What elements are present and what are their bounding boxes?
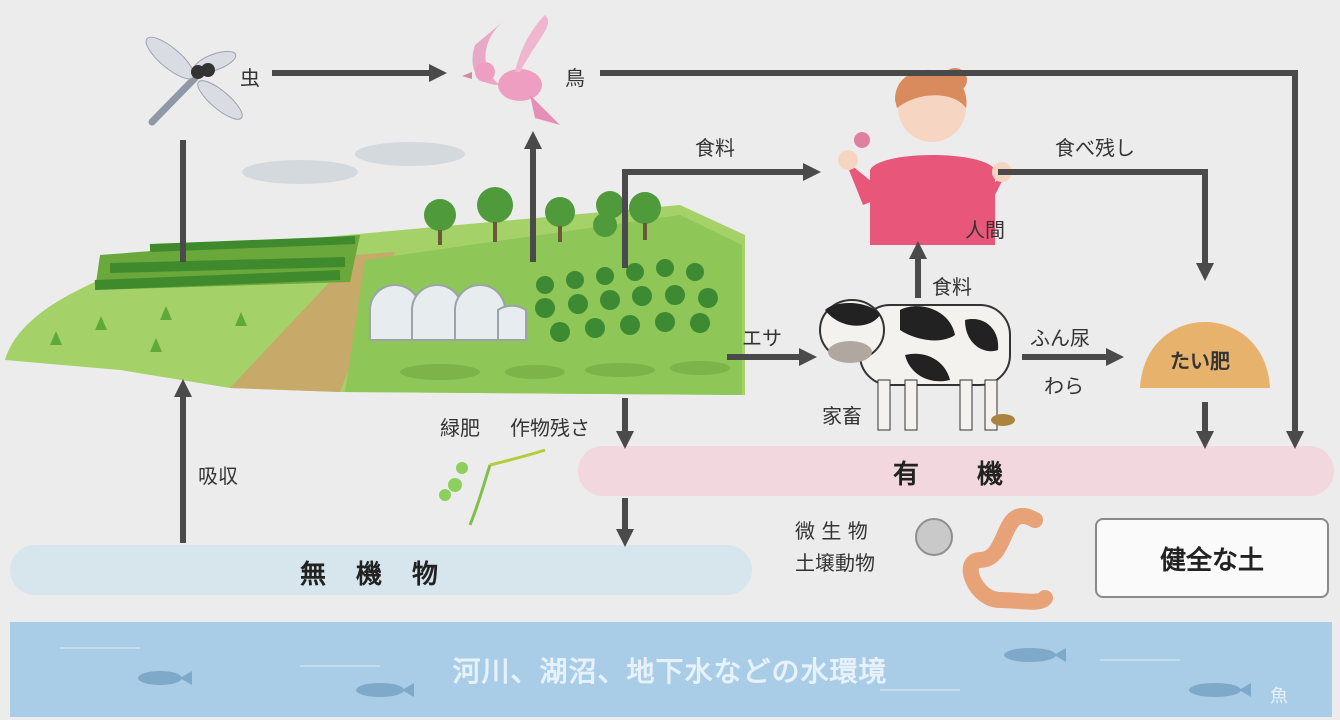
bird-label: 鳥 <box>565 66 585 90</box>
human-label: 人間 <box>965 218 1005 242</box>
fish-label: 魚 <box>1270 686 1288 707</box>
water-environment-label: 河川、湖沼、地下水などの水環境 <box>452 655 888 688</box>
healthy-soil-box: 健全な土 <box>1095 518 1329 598</box>
compost-label: たい肥 <box>1170 349 1230 373</box>
inorganic-band-label: 無 機 物 <box>300 560 441 590</box>
microbe-icon <box>915 518 953 556</box>
manure-label: ふん尿 <box>1030 326 1090 350</box>
organic-band-label: 有 機 <box>893 460 1006 490</box>
inorganic-band <box>10 545 752 595</box>
organic-band <box>578 446 1334 496</box>
fish-icon <box>138 648 1251 697</box>
absorption-label: 吸収 <box>198 464 238 488</box>
dragonfly-icon <box>145 36 243 126</box>
farmland-illustration <box>5 187 745 395</box>
livestock-label: 家畜 <box>822 404 862 428</box>
compost-pile-icon <box>1140 322 1270 388</box>
feed-label: エサ <box>742 326 782 350</box>
bird-icon <box>462 15 560 125</box>
insect-label: 虫 <box>240 66 260 90</box>
crop-residue-label: 作物残さ <box>510 416 590 440</box>
food-to-human-label: 食料 <box>695 136 735 160</box>
human-icon <box>838 68 1012 245</box>
green-manure-label: 緑肥 <box>440 416 480 440</box>
decomposers-line2: 土壌動物 <box>795 551 875 575</box>
water-environment-band <box>10 622 1332 717</box>
straw-label: わら <box>1044 374 1084 398</box>
food-from-livestock-label: 食料 <box>932 275 972 299</box>
cow-icon <box>819 299 1015 431</box>
earthworm-icon <box>962 508 1053 610</box>
sprout-icon <box>439 448 546 526</box>
leftovers-label: 食べ残し <box>1055 136 1135 160</box>
decomposers-line1: 微 生 物 <box>795 519 868 543</box>
